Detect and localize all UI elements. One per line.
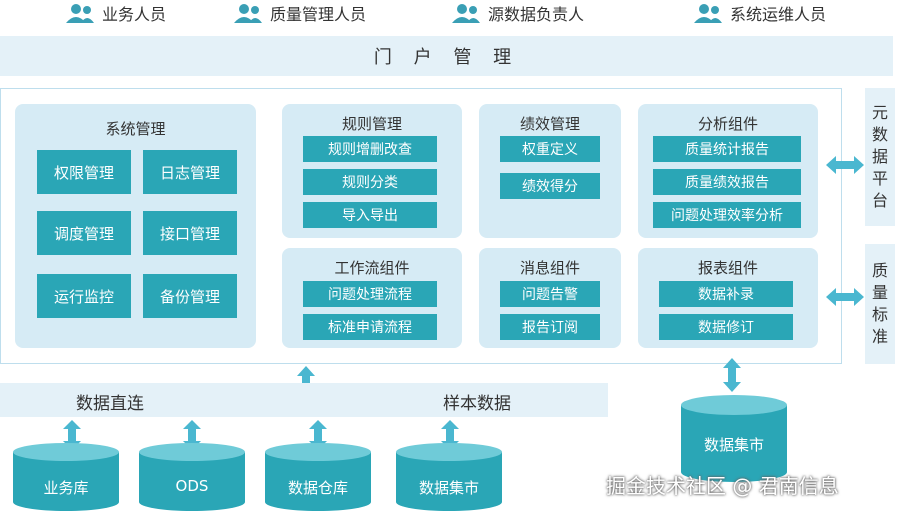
database-label: 数据集市 <box>703 436 764 454</box>
database-cylinder-icon <box>139 443 245 511</box>
module-quality-performance-report: 质量绩效报告 <box>653 169 801 195</box>
direct-connect-label: 数据直连 <box>76 394 144 414</box>
panel-title: 报表组件 <box>697 259 758 277</box>
database-cylinder-icon <box>13 443 119 511</box>
database-cylinder-icon <box>396 443 502 511</box>
database-label: 数据仓库 <box>287 479 348 497</box>
portal-bar: 门 户 管 理 <box>0 36 893 76</box>
double-arrow-vertical-icon <box>441 420 459 450</box>
role-label: 业务人员 <box>102 5 167 24</box>
module-log: 日志管理 <box>143 150 237 194</box>
panel-rule-management: 规则管理 规则增删改查 规则分类 导入导出 <box>282 104 462 238</box>
module-issue-process-flow: 问题处理流程 <box>303 281 437 307</box>
module-rule-crud: 规则增删改查 <box>303 136 437 162</box>
module-performance-score: 绩效得分 <box>500 173 600 199</box>
panel-analysis: 分析组件 质量统计报告 质量绩效报告 问题处理效率分析 <box>638 104 818 238</box>
module-data-supplement: 数据补录 <box>659 281 793 307</box>
panel-title: 消息组件 <box>519 259 580 277</box>
double-arrow-horizontal-icon <box>826 288 864 306</box>
double-arrow-vertical-icon <box>723 358 741 392</box>
module-data-revision: 数据修订 <box>659 314 793 340</box>
database-warehouse: 数据仓库 <box>264 442 372 512</box>
module-import-export: 导入导出 <box>303 202 437 228</box>
panel-title: 分析组件 <box>697 115 758 133</box>
vertical-char: 量 <box>871 283 888 302</box>
panel-title: 绩效管理 <box>519 115 580 133</box>
module-monitoring: 运行监控 <box>37 274 131 318</box>
panel-system-management: 系统管理 权限管理 日志管理 调度管理 接口管理 运行监控 备份管理 <box>15 104 256 348</box>
module-issue-efficiency-analysis: 问题处理效率分析 <box>653 202 801 228</box>
module-quality-stats-report: 质量统计报告 <box>653 136 801 162</box>
module-weight-definition: 权重定义 <box>500 136 600 162</box>
quality-standard: 质量标准 <box>865 244 895 364</box>
module-scheduling: 调度管理 <box>37 211 131 255</box>
panel-message: 消息组件 问题告警 报告订阅 <box>479 248 621 348</box>
panel-title: 系统管理 <box>105 120 166 138</box>
users-icon <box>66 4 94 23</box>
vertical-char: 据 <box>871 147 888 166</box>
vertical-char: 平 <box>871 169 888 188</box>
role-label: 源数据负责人 <box>488 5 585 24</box>
database-label: ODS <box>175 477 209 495</box>
database-cylinder-icon <box>265 443 371 511</box>
database-label: 数据集市 <box>418 479 479 497</box>
panel-performance-management: 绩效管理 权重定义 绩效得分 <box>479 104 621 238</box>
vertical-char: 台 <box>871 191 888 210</box>
vertical-char: 元 <box>871 103 888 122</box>
module-standard-request-flow: 标准申请流程 <box>303 314 437 340</box>
role-label: 系统运维人员 <box>730 5 827 24</box>
database-mart: 数据集市 <box>395 442 503 512</box>
panel-workflow: 工作流组件 问题处理流程 标准申请流程 <box>282 248 462 348</box>
sample-data-label: 样本数据 <box>443 394 511 414</box>
users-icon <box>234 4 262 23</box>
double-arrow-vertical-icon <box>309 420 327 450</box>
role-business: 业务人员 <box>66 2 166 24</box>
users-icon <box>694 4 722 23</box>
role-quality-manager: 质量管理人员 <box>234 2 366 24</box>
database-ods: ODS <box>138 442 246 512</box>
database-cylinder-icon <box>681 395 787 482</box>
panel-title: 规则管理 <box>341 115 402 133</box>
role-label: 质量管理人员 <box>270 5 367 24</box>
vertical-char: 标 <box>871 305 888 324</box>
module-report-subscription: 报告订阅 <box>500 314 600 340</box>
role-source-owner: 源数据负责人 <box>452 2 584 24</box>
portal-label: 门 户 管 理 <box>373 47 520 68</box>
module-interface: 接口管理 <box>143 211 237 255</box>
double-arrow-vertical-icon <box>183 420 201 450</box>
data-mart-right: 数据集市 <box>680 394 788 484</box>
double-arrow-vertical-icon <box>63 420 81 450</box>
panel-report: 报表组件 数据补录 数据修订 <box>638 248 818 348</box>
panel-title: 工作流组件 <box>334 259 410 277</box>
database-label: 业务库 <box>43 479 89 497</box>
module-backup: 备份管理 <box>143 274 237 318</box>
role-ops: 系统运维人员 <box>694 2 826 24</box>
module-issue-alert: 问题告警 <box>500 281 600 307</box>
module-rule-category: 规则分类 <box>303 169 437 195</box>
double-arrow-horizontal-icon <box>826 156 864 174</box>
vertical-char: 准 <box>871 327 888 346</box>
watermark: 掘金技术社区 @ 君南信息 <box>606 474 839 498</box>
vertical-char: 数 <box>871 125 888 144</box>
vertical-char: 质 <box>871 261 888 280</box>
data-source-bar <box>0 383 608 417</box>
metadata-platform: 元数据平台 <box>865 88 895 226</box>
database-business: 业务库 <box>12 442 120 512</box>
users-icon <box>452 4 480 23</box>
module-permission: 权限管理 <box>37 150 131 194</box>
